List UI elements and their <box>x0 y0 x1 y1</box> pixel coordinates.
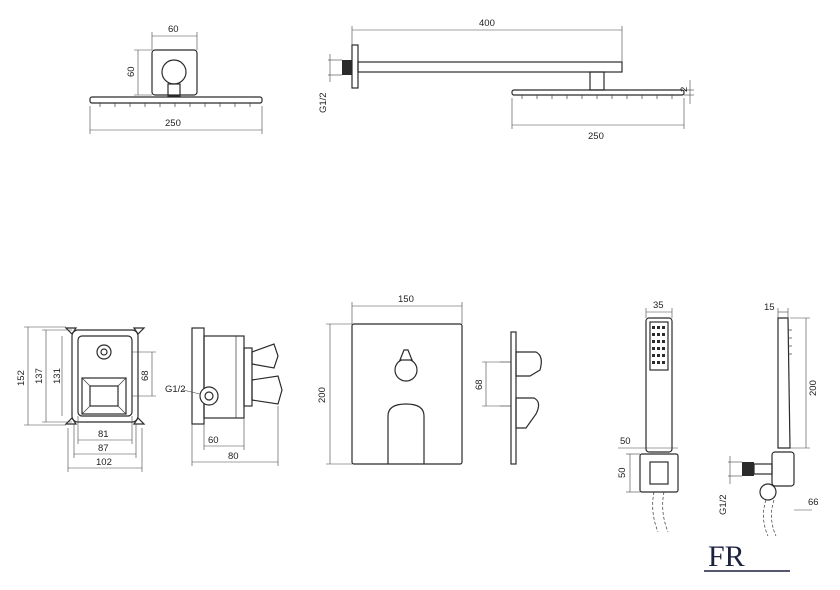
dim-plate-height: 200 <box>317 387 328 403</box>
upper-port <box>96 344 112 360</box>
dim-mount-width: 60 <box>168 24 179 35</box>
hand-shower-side-view: 15 200 G1/2 66 <box>718 302 819 537</box>
dim-box-width-mid: 87 <box>98 443 109 454</box>
dim-head-width: 250 <box>165 118 181 129</box>
rain-head-side-view: 400 G1/2 2 250 <box>318 18 694 142</box>
dim-box-depth-inner: 60 <box>208 435 219 446</box>
dim-head-thickness: 2 <box>679 87 690 92</box>
dim-hand-length: 200 <box>808 380 819 396</box>
hose <box>652 491 659 533</box>
upper-outlet <box>251 343 279 369</box>
dim-arm-length: 400 <box>479 18 495 29</box>
spray-face <box>649 321 669 371</box>
lever-side <box>515 351 542 377</box>
brand-logo: FR <box>704 540 790 573</box>
shower-head-plate-side <box>511 89 685 96</box>
nozzle-row-side <box>521 95 673 99</box>
mount-connector <box>161 59 187 85</box>
spray-nozzles <box>652 326 665 364</box>
dim-box-height-outer: 152 <box>16 370 27 386</box>
lever-knob <box>394 358 418 382</box>
hand-shower-side-body <box>777 317 791 449</box>
concealed-box-front-view: 152 137 131 68 81 87 102 <box>16 326 156 472</box>
box-side-body <box>203 335 245 419</box>
hand-shower-body <box>645 317 673 453</box>
dim-box-height-mid: 137 <box>34 368 45 384</box>
cover-plate <box>351 323 463 465</box>
rain-head-front-view: 60 60 250 <box>89 24 263 134</box>
dim-box-depth-outer: 80 <box>228 451 239 462</box>
dim-hand-head-width: 35 <box>653 300 664 311</box>
cover-plate-front-view: 150 200 <box>317 294 463 465</box>
hose-outlet <box>742 462 754 476</box>
dim-box-thread: G1/2 <box>165 384 186 395</box>
dim-port-height: 68 <box>140 370 151 381</box>
dim-hand-thread: G1/2 <box>718 494 729 515</box>
dim-box-height-inner: 131 <box>52 368 63 384</box>
lower-outlet <box>251 375 283 405</box>
box-outer <box>71 329 139 423</box>
dim-arm-thread: G1/2 <box>318 92 329 113</box>
nozzle-row <box>99 103 251 107</box>
hose-connector <box>759 483 777 501</box>
hand-shower-front-view: 35 50 50 <box>617 300 679 533</box>
lever-handle <box>399 349 413 361</box>
holder-side <box>771 451 795 487</box>
wall-flange <box>351 44 359 89</box>
cover-plate-side-view: 68 <box>474 331 542 465</box>
concealed-box-side-view: G1/2 60 80 <box>165 327 283 466</box>
logo-text: FR <box>708 540 745 573</box>
arm-joint <box>589 71 605 91</box>
plate-side-edge <box>510 331 517 465</box>
dim-mount-height: 60 <box>126 66 137 77</box>
dim-holder-height: 50 <box>617 467 628 478</box>
dim-holder-width: 50 <box>620 436 631 447</box>
dim-box-width-inner: 81 <box>98 429 109 440</box>
mount-neck <box>167 83 181 97</box>
diverter-handle <box>387 403 425 464</box>
shower-arm <box>357 61 623 73</box>
box-side-frame <box>191 327 205 425</box>
dim-hand-head-depth: 15 <box>764 302 775 313</box>
box-inner <box>77 335 133 417</box>
dim-holder-depth: 66 <box>808 497 819 508</box>
inlet-port <box>199 386 219 406</box>
dim-head-width-side: 250 <box>588 131 604 142</box>
dim-plate-width: 150 <box>398 294 414 305</box>
wall-mount-block <box>151 49 198 96</box>
diverter-side <box>515 397 540 429</box>
thread-connector <box>342 60 352 75</box>
cartridge-housing <box>81 377 127 415</box>
dim-plate-spacing: 68 <box>474 379 485 390</box>
side-nozzles <box>788 329 792 355</box>
shower-head-plate <box>89 96 263 104</box>
mounting-ears <box>64 327 146 425</box>
dim-box-width-outer: 102 <box>96 457 112 468</box>
wall-holder <box>639 453 679 493</box>
